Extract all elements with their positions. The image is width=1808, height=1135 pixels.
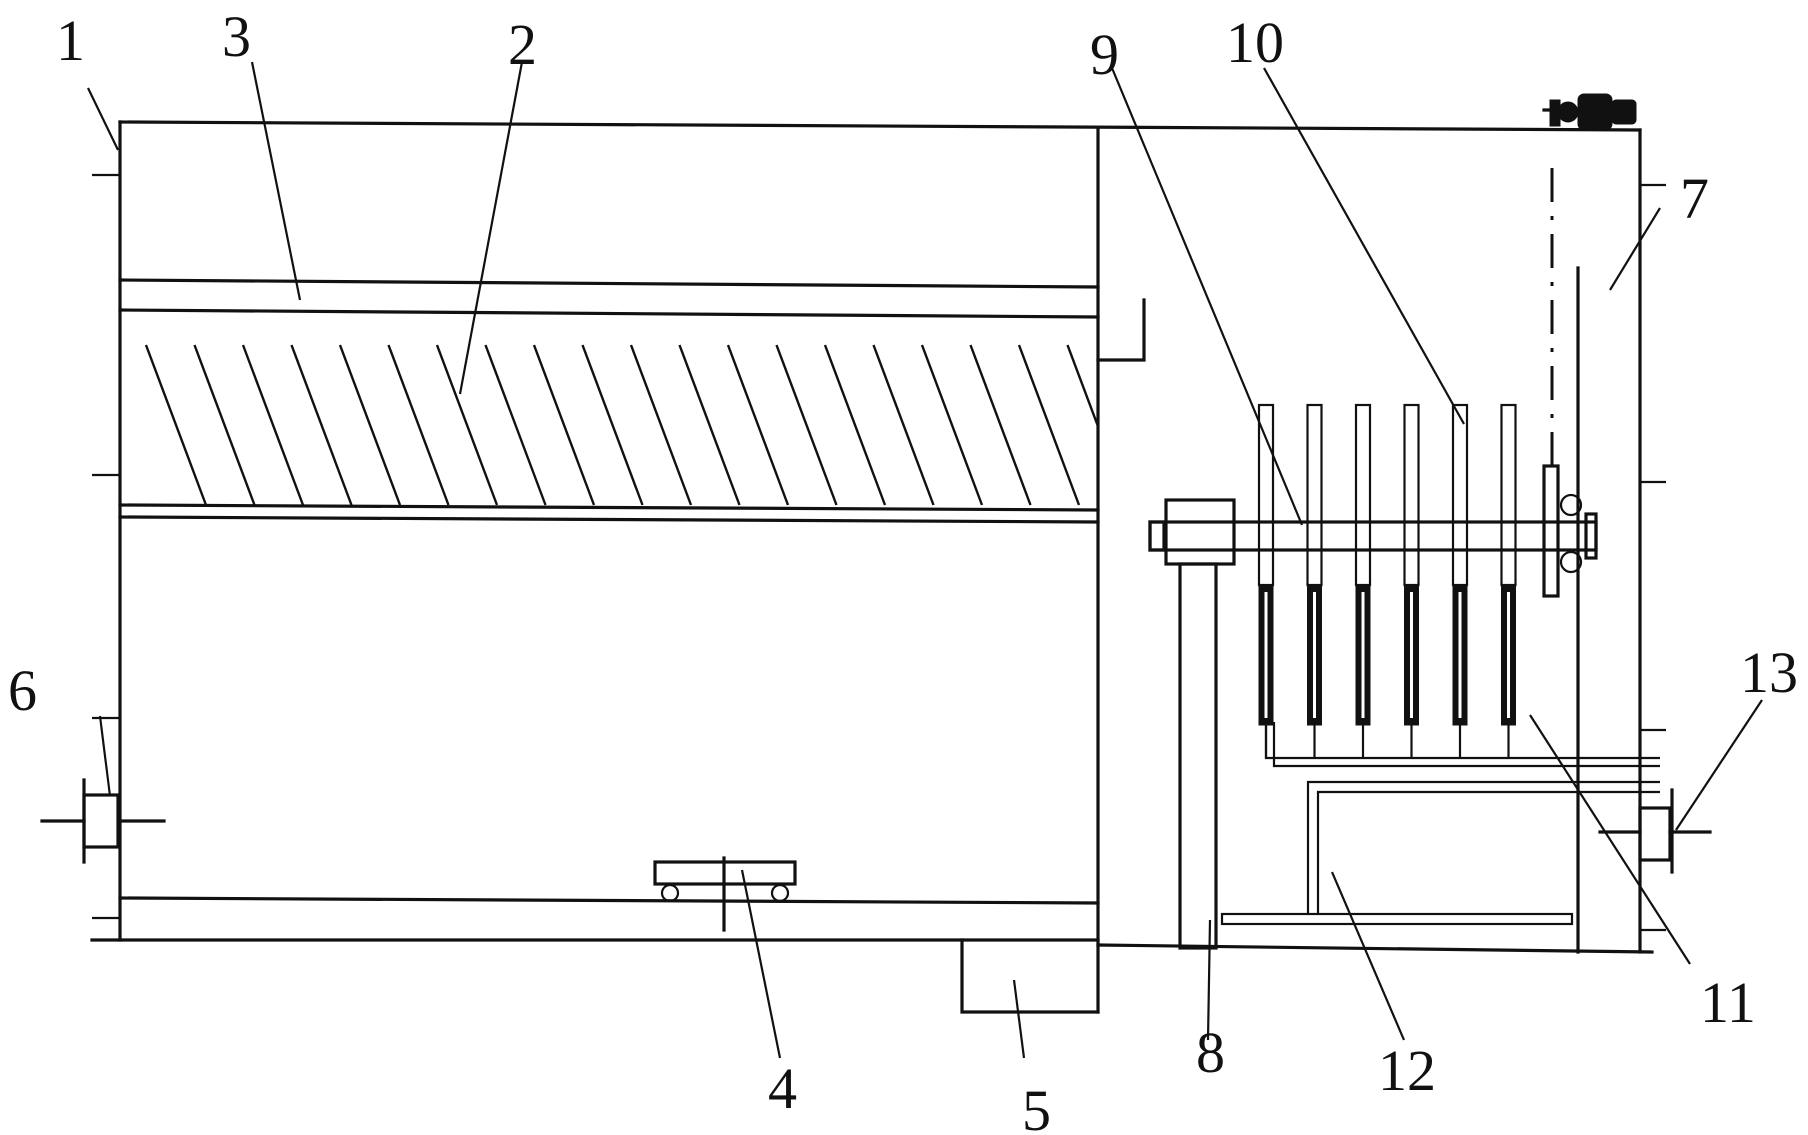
hatch-line <box>532 344 596 506</box>
hatch-line <box>823 344 887 506</box>
inlet-pipe-6 <box>40 778 166 864</box>
electrode-rod <box>1403 403 1420 587</box>
hatch-line <box>387 344 450 506</box>
label-2: 2 <box>508 12 537 77</box>
hatch-line <box>629 344 693 506</box>
electrode <box>1451 403 1469 758</box>
hatch-line <box>581 344 644 506</box>
electrode <box>1354 403 1372 758</box>
hatch-line <box>144 344 208 506</box>
label-1: 1 <box>56 8 85 73</box>
hatch-line <box>338 344 402 506</box>
sprocket-disc <box>1542 464 1583 598</box>
label-4: 4 <box>768 1056 797 1121</box>
electrode <box>1403 403 1420 758</box>
left-tank <box>90 120 1642 1014</box>
hatch-line <box>290 344 353 506</box>
leader-lines <box>87 61 1763 1059</box>
label-10: 10 <box>1226 10 1284 75</box>
electrode-rod <box>1306 403 1323 587</box>
shaft-9 <box>1148 512 1598 560</box>
electrode-rod <box>1500 403 1517 587</box>
sump-5 <box>960 938 1100 1014</box>
support-post-8 <box>1178 562 1218 950</box>
hatch-line <box>241 344 305 506</box>
right-tank-7 <box>1096 128 1666 954</box>
hatch-line <box>1066 344 1100 427</box>
label-12: 12 <box>1378 1038 1436 1103</box>
overflow-weir <box>1096 298 1146 362</box>
label-set: 1 3 2 4 5 6 7 8 9 10 11 12 13 <box>8 4 1798 1135</box>
cart-4 <box>653 856 797 932</box>
hatch-line <box>484 344 547 506</box>
label-13: 13 <box>1740 640 1798 705</box>
label-3: 3 <box>222 4 251 69</box>
plate-3 <box>118 278 1100 319</box>
electrode <box>1257 403 1275 758</box>
hatch-line <box>1017 344 1081 506</box>
electrode <box>1500 403 1517 758</box>
label-8: 8 <box>1196 1020 1225 1085</box>
electrode-rod <box>1354 403 1372 587</box>
outlet-pipe-13 <box>1598 788 1712 874</box>
label-9: 9 <box>1090 22 1119 87</box>
hatch-lines <box>144 344 1100 506</box>
bearing-block <box>1164 498 1236 566</box>
hatch-line <box>920 344 984 506</box>
label-5: 5 <box>1022 1078 1051 1135</box>
electrode-bus <box>1264 722 1660 768</box>
electrode-rod <box>1451 403 1469 587</box>
filter-layer-2 <box>118 344 1100 524</box>
label-11: 11 <box>1700 970 1756 1035</box>
electrode-rod <box>1257 403 1275 587</box>
label-7: 7 <box>1680 166 1709 231</box>
hatch-line <box>969 344 1032 506</box>
hatch-line <box>775 344 838 506</box>
hatch-line <box>193 344 256 506</box>
scraper-frame-12 <box>1220 780 1660 926</box>
hatch-line <box>678 344 741 506</box>
hatch-line <box>726 344 790 506</box>
label-6: 6 <box>8 658 37 723</box>
bottom-rail <box>118 896 1100 905</box>
hatch-line <box>872 344 935 506</box>
motor-icon <box>1542 93 1637 131</box>
electrode <box>1306 403 1323 758</box>
electrode-array <box>1257 403 1517 758</box>
hatch-line <box>435 344 499 506</box>
